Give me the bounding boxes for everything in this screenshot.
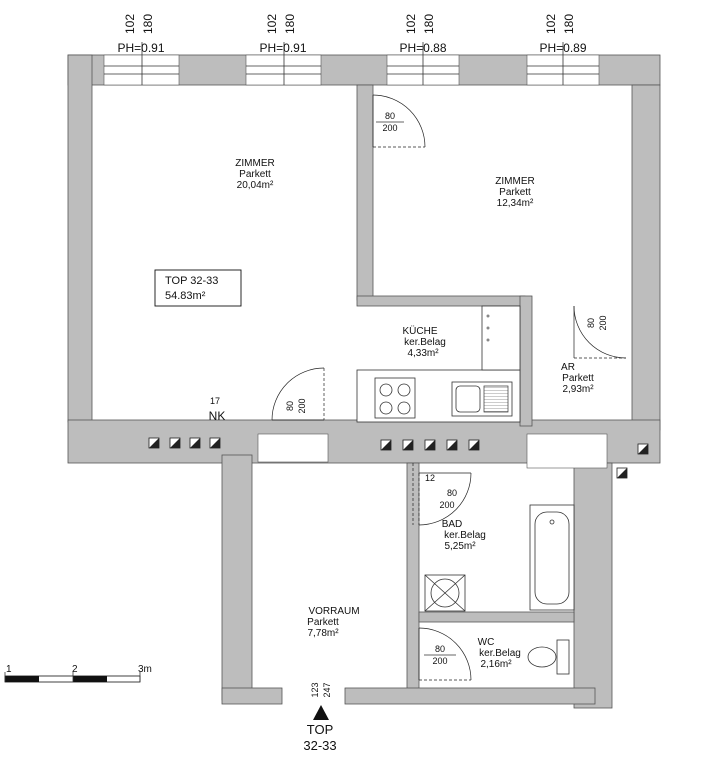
svg-text:20,04m²: 20,04m² [237,180,274,191]
room-label-zimmer2: ZIMMER Parkett 12,34m² [495,176,534,209]
svg-text:1: 1 [6,664,12,675]
svg-text:BAD: BAD [442,519,463,530]
svg-text:80: 80 [285,401,295,411]
bathtub-icon [529,504,575,611]
room-label-bad: BAD ker.Belag 5,25m² [442,519,486,552]
svg-text:80: 80 [586,318,596,328]
svg-text:102: 102 [265,14,279,34]
svg-text:32-33: 32-33 [303,738,336,753]
wall-markers [148,437,649,479]
svg-text:ZIMMER: ZIMMER [495,176,534,187]
opening-hall [257,433,329,463]
svg-text:PH=0.89: PH=0.89 [539,41,586,55]
svg-text:80: 80 [435,644,445,654]
svg-text:200: 200 [432,656,447,666]
svg-text:VORRAUM: VORRAUM [308,606,359,617]
svg-text:102: 102 [404,14,418,34]
sink-icon [451,381,513,417]
svg-text:TOP 32-33: TOP 32-33 [165,275,218,287]
svg-text:180: 180 [141,14,155,34]
scale-bar: 1 2 3m [4,664,152,683]
svg-text:4,33m²: 4,33m² [407,348,439,359]
svg-text:Parkett: Parkett [562,373,594,384]
door-ar: 80 200 [573,305,627,359]
window-label-2: 102 180 PH=0.91 [259,14,306,55]
entrance-dims: 123 247 [310,682,332,697]
door-bad: 80 200 [418,472,472,526]
svg-text:102: 102 [544,14,558,34]
room-label-zimmer1: ZIMMER Parkett 20,04m² [235,158,274,191]
svg-text:80: 80 [447,488,457,498]
stove-icon [374,377,416,419]
svg-text:200: 200 [382,123,397,133]
svg-text:180: 180 [422,14,436,34]
window-label-1: 102 180 PH=0.91 [117,14,164,55]
toilet-icon [527,639,570,675]
door-zimmer1: 80 200 [271,367,325,421]
svg-text:2: 2 [72,664,78,675]
svg-text:Parkett: Parkett [307,617,339,628]
svg-text:200: 200 [297,398,307,413]
svg-text:Parkett: Parkett [499,187,531,198]
svg-text:NK: NK [209,409,226,423]
svg-text:TOP: TOP [307,722,334,737]
washing-machine-icon [424,574,466,612]
svg-text:PH=0.91: PH=0.91 [117,41,164,55]
svg-text:ker.Belag: ker.Belag [404,337,446,348]
walls [67,54,661,709]
opening-bath [526,433,608,469]
svg-text:80: 80 [385,111,395,121]
svg-text:54.83m²: 54.83m² [165,290,206,302]
dim-12: 12 [425,473,435,483]
room-label-ar: AR Parkett 2,93m² [561,362,594,395]
svg-text:12,34m²: 12,34m² [497,198,534,209]
svg-text:102: 102 [123,14,137,34]
svg-text:7,78m²: 7,78m² [307,628,339,639]
entrance-marker: TOP 32-33 [303,705,337,753]
window-label-3: 102 180 PH=0.88 [399,14,446,55]
svg-text:ker.Belag: ker.Belag [444,530,486,541]
svg-text:2,16m²: 2,16m² [480,659,512,670]
room-label-kueche: KÜCHE ker.Belag 4,33m² [402,325,445,359]
svg-text:200: 200 [439,500,454,510]
window-openings [103,42,600,86]
svg-text:2,93m²: 2,93m² [562,384,594,395]
svg-text:5,25m²: 5,25m² [444,541,476,552]
room-label-wc: WC ker.Belag 2,16m² [478,637,521,670]
svg-text:123: 123 [310,682,320,697]
nk-label: 17 NK [209,396,226,423]
svg-text:WC: WC [478,637,495,648]
svg-text:KÜCHE: KÜCHE [402,325,437,337]
svg-text:PH=0.88: PH=0.88 [399,41,446,55]
svg-text:AR: AR [561,362,575,373]
svg-text:3m: 3m [138,664,152,675]
svg-text:180: 180 [562,14,576,34]
window-label-4: 102 180 PH=0.89 [539,14,586,55]
svg-text:PH=0.91: PH=0.91 [259,41,306,55]
svg-text:247: 247 [322,682,332,697]
door-zimmer2: 80 200 [372,94,426,148]
svg-text:ZIMMER: ZIMMER [235,158,274,169]
svg-text:ker.Belag: ker.Belag [479,648,521,659]
unit-label-box: TOP 32-33 54.83m² [154,269,242,307]
svg-text:Parkett: Parkett [239,169,271,180]
svg-text:200: 200 [598,315,608,330]
svg-text:17: 17 [210,396,220,406]
svg-text:180: 180 [283,14,297,34]
room-label-vorraum: VORRAUM Parkett 7,78m² [307,606,359,639]
door-wc: 80 200 [418,627,472,681]
